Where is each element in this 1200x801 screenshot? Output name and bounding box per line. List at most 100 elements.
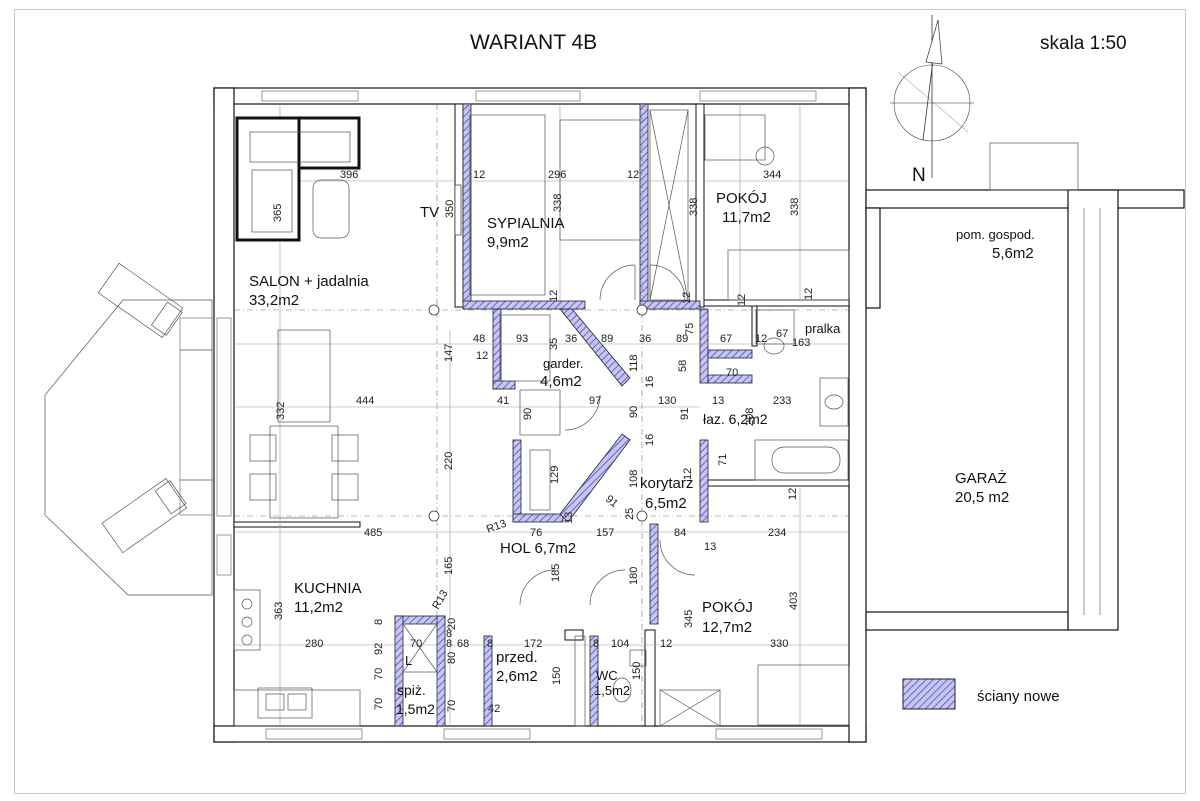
dim-208: 208 <box>744 408 756 426</box>
dim-13c: 13 <box>704 541 716 553</box>
dim-r13b: R13 <box>430 588 450 611</box>
dim-165: 165 <box>443 557 455 575</box>
dim-234: 234 <box>768 527 786 539</box>
dim-48: 48 <box>473 333 485 345</box>
dim-20: 20 <box>446 618 458 630</box>
dim-172: 172 <box>524 638 542 650</box>
room-area-przed: 2,6m2 <box>496 668 538 685</box>
legend-swatch <box>902 678 956 710</box>
dim-150b: 150 <box>631 662 643 680</box>
dim-12d: 12 <box>681 292 693 304</box>
dim-344: 344 <box>763 169 781 181</box>
dining-table-icon <box>249 329 359 519</box>
dim-403: 403 <box>788 592 800 610</box>
room-name-wc: WC <box>596 668 618 683</box>
dim-12f: 12 <box>803 288 815 300</box>
dim-12k: 12 <box>660 638 672 650</box>
room-name-przed: przed. <box>496 649 538 666</box>
dim-71: 71 <box>717 454 729 466</box>
dim-180: 180 <box>628 567 640 585</box>
dim-12a: 12 <box>473 169 485 181</box>
dim-365: 365 <box>272 204 284 222</box>
new-walls <box>394 103 753 727</box>
page-border <box>14 9 1186 794</box>
dim-296: 296 <box>548 169 566 181</box>
dim-220: 220 <box>443 452 455 470</box>
terrace <box>44 262 213 596</box>
dim-233: 233 <box>773 395 791 407</box>
dim-70a: 70 <box>726 367 738 379</box>
room-name-korytarz: korytarz <box>640 475 693 492</box>
dim-84: 84 <box>674 527 686 539</box>
dim-108: 108 <box>628 470 640 488</box>
sofa-icon <box>235 116 361 242</box>
dim-280: 280 <box>305 638 323 650</box>
dim-8a: 8 <box>373 619 385 625</box>
dim-16a: 16 <box>644 376 656 388</box>
dim-147: 147 <box>443 344 455 362</box>
dim-338b: 338 <box>688 198 700 216</box>
dim-12i: 12 <box>682 468 694 480</box>
dim-36b: 36 <box>639 333 651 345</box>
dim-80: 80 <box>446 652 458 664</box>
dim-89a: 89 <box>601 333 613 345</box>
dim-8b: 8 <box>446 638 452 650</box>
dim-13b: 13 <box>563 512 575 524</box>
room-name-kuchnia: KUCHNIA <box>294 580 362 597</box>
room-area-pokoj-2: 12,7m2 <box>702 619 752 636</box>
dim-12b: 12 <box>627 169 639 181</box>
room-area-salon: 33,2m2 <box>249 292 299 309</box>
dim-338c: 338 <box>789 198 801 216</box>
room-area-gospod: 5,6m2 <box>992 245 1034 262</box>
legend: ściany nowe <box>902 678 1060 710</box>
room-area-sypialnia: 9,9m2 <box>487 234 529 251</box>
dim-485: 485 <box>364 527 382 539</box>
dim-97: 97 <box>589 395 601 407</box>
dim-350: 350 <box>444 200 456 218</box>
dim-332: 332 <box>275 402 287 420</box>
tv-label: TV <box>420 204 439 221</box>
dim-41: 41 <box>497 395 509 407</box>
dim-90b: 90 <box>628 406 640 418</box>
dim-157: 157 <box>596 527 614 539</box>
dim-12c: 12 <box>548 290 560 302</box>
dim-25: 25 <box>624 508 636 520</box>
dim-129: 129 <box>549 466 561 484</box>
room-area-garaz: 20,5 m2 <box>955 489 1009 506</box>
dim-70e: 70 <box>373 668 385 680</box>
dim-70c: 70 <box>373 698 385 710</box>
dim-163: 163 <box>792 337 810 349</box>
dim-330: 330 <box>770 638 788 650</box>
exterior-walls <box>213 87 867 743</box>
dim-76: 76 <box>530 527 542 539</box>
room-area-wc: 1,5m2 <box>594 683 630 698</box>
dim-130: 130 <box>658 395 676 407</box>
dim-12e: 12 <box>736 294 748 306</box>
dim-67b: 67 <box>776 328 788 340</box>
dim-8c: 8 <box>446 628 452 640</box>
room-name-spiz: spiż. <box>397 682 426 698</box>
dim-104: 104 <box>611 638 629 650</box>
dim-8d: 8 <box>487 638 493 650</box>
dim-396: 396 <box>340 169 358 181</box>
room-area-pokoj-1: 11,7m2 <box>722 209 771 226</box>
dim-8e: 8 <box>593 638 599 650</box>
dimension-lines <box>234 104 849 726</box>
dimension-numbers: 396 365 350 12 296 338 12 344 338 338 12… <box>272 169 815 715</box>
room-area-kuchnia: 11,2m2 <box>294 599 343 616</box>
dim-90a: 90 <box>522 408 534 420</box>
room-area-korytarz: 6,5m2 <box>645 495 687 512</box>
dim-67a: 67 <box>720 333 732 345</box>
l-label: L <box>405 653 412 668</box>
pralka-label: pralka <box>805 321 841 336</box>
room-name-garaz: GARAŻ <box>955 469 1007 487</box>
north-compass-icon: N <box>890 15 974 186</box>
dim-92: 92 <box>373 643 385 655</box>
dim-444: 444 <box>356 395 374 407</box>
dim-89b: 89 <box>676 333 688 345</box>
scale-label: skala 1:50 <box>1040 33 1127 54</box>
dim-42: 42 <box>488 703 500 715</box>
room-name-hol: HOL 6,7m2 <box>500 540 576 557</box>
dim-70d: 70 <box>446 700 458 712</box>
